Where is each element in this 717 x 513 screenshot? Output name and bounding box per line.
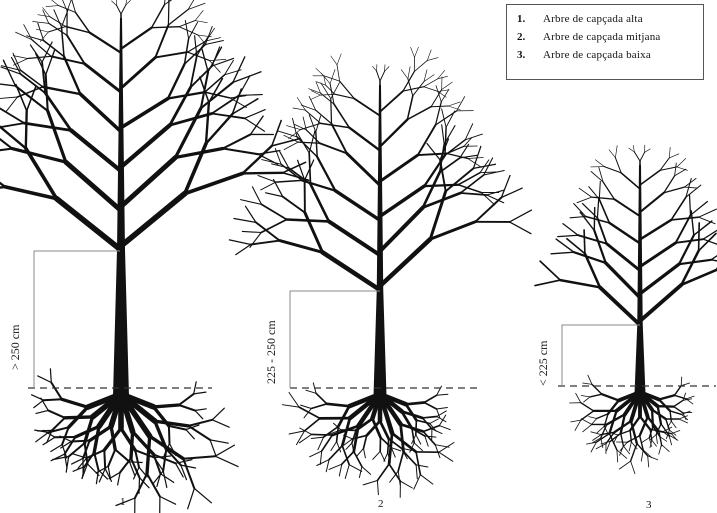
height-label-tree-3: < 225 cm xyxy=(536,340,550,386)
height-label-tree-2: 225 - 250 cm xyxy=(264,320,278,384)
height-bracket-1 xyxy=(33,250,120,388)
tree-3-drawing xyxy=(534,144,717,475)
tree-1-number: 1 xyxy=(120,496,126,508)
legend: 1. Arbre de capçada alta 2. Arbre de capça… xyxy=(506,4,704,80)
legend-item-3-number: 3. xyxy=(517,49,526,61)
legend-item-1-text: Arbre de capçada alta xyxy=(543,13,643,25)
tree-2-drawing xyxy=(228,46,533,498)
legend-item-2: 2. Arbre de capçada mitjana xyxy=(517,31,661,44)
height-bracket-3 xyxy=(561,324,640,386)
legend-item-1: 1. Arbre de capçada alta xyxy=(517,13,643,26)
tree-2-number: 2 xyxy=(378,498,384,510)
height-bracket-2 xyxy=(289,290,380,388)
legend-item-3-text: Arbre de capçada baixa xyxy=(543,49,651,61)
tree-1-drawing xyxy=(0,0,310,513)
legend-item-2-number: 2. xyxy=(517,31,526,43)
height-label-tree-1: > 250 cm xyxy=(8,324,22,370)
legend-item-3: 3. Arbre de capçada baixa xyxy=(517,49,651,62)
legend-item-1-number: 1. xyxy=(517,13,526,25)
legend-item-2-text: Arbre de capçada mitjana xyxy=(543,31,661,43)
tree-3-number: 3 xyxy=(646,499,652,511)
